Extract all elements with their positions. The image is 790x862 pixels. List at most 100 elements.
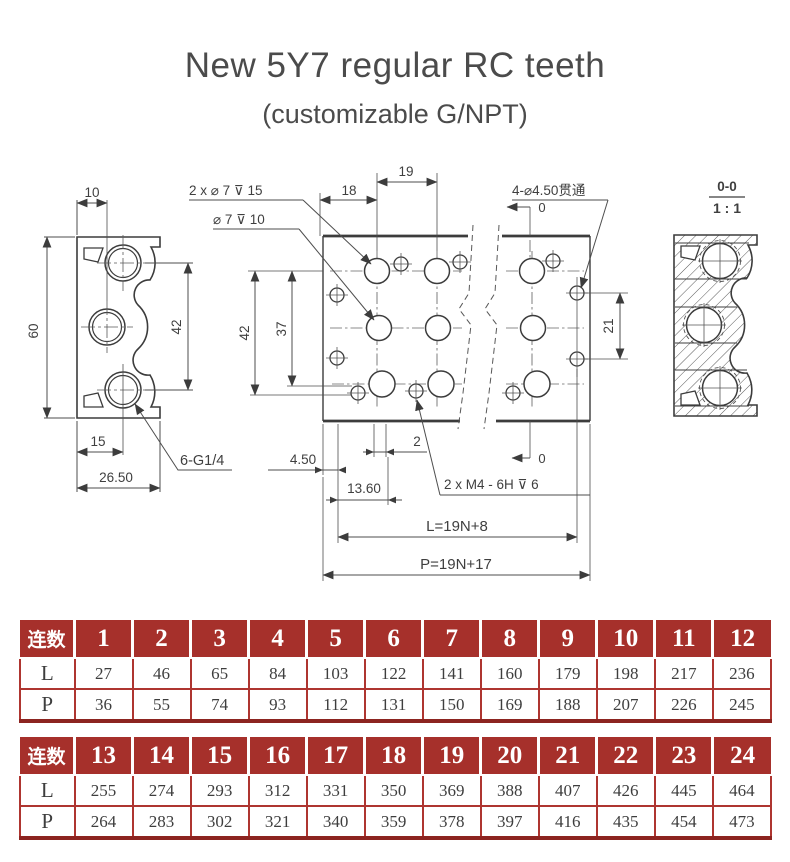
table-cell: 103 <box>305 657 366 690</box>
table-cell: 217 <box>653 657 714 690</box>
table-cell: 226 <box>653 688 714 722</box>
table-cell: 93 <box>247 688 308 722</box>
center-view-arrowheads <box>315 448 396 504</box>
section-view-body <box>673 234 758 417</box>
dim-2: 2 <box>413 434 421 449</box>
header-cell: 16 <box>247 737 307 776</box>
table-cell: 312 <box>247 774 308 807</box>
table-cell: 74 <box>189 688 250 722</box>
table-cell: 55 <box>131 688 192 722</box>
table-cell: 302 <box>189 805 250 839</box>
section-scale: 1 : 1 <box>713 200 741 216</box>
dim-37: 37 <box>274 321 289 336</box>
counterbore-label-2: ⌀ 7 ⊽ 10 <box>213 212 265 227</box>
table-cell: 188 <box>537 688 598 722</box>
datum-bottom-label: 0 <box>538 451 545 466</box>
table-cell: 283 <box>131 805 192 839</box>
left-view-outline <box>76 235 161 419</box>
table-cell: 293 <box>189 774 250 807</box>
table-cell: 179 <box>537 657 598 690</box>
table-cell: 264 <box>73 805 134 839</box>
dim-26-50: 26.50 <box>99 470 133 485</box>
dim-15: 15 <box>90 434 105 449</box>
through-hole-label: 4-⌀4.50贯通 <box>512 183 586 198</box>
header-cell: 3 <box>189 620 249 659</box>
table-cell: 236 <box>711 657 773 690</box>
header-cell: 4 <box>247 620 307 659</box>
header-cell: 12 <box>711 620 771 659</box>
table-cell: 150 <box>421 688 482 722</box>
left-view-dimensions <box>42 198 232 493</box>
table-cell: 255 <box>73 774 134 807</box>
table-cell: 340 <box>305 805 366 839</box>
engineering-drawing: 10 60 42 15 26.50 6-G1/4 <box>26 164 758 581</box>
table-cell: 84 <box>247 657 308 690</box>
page-title: New 5Y7 regular RC teeth <box>184 46 606 85</box>
table-cell: 27 <box>73 657 134 690</box>
header-cell: 13 <box>72 737 133 776</box>
header-cell: 17 <box>305 737 365 776</box>
table-cell: 435 <box>595 805 656 839</box>
dim-10: 10 <box>84 185 99 200</box>
table-cell: 169 <box>479 688 540 722</box>
table-cell: 331 <box>305 774 366 807</box>
table-cell: 160 <box>479 657 540 690</box>
header-cell: 11 <box>653 620 713 659</box>
datum-top-label: 0 <box>538 200 545 215</box>
section-name: 0-0 <box>717 179 737 194</box>
table-cell: 46 <box>131 657 192 690</box>
header-cell: 9 <box>537 620 597 659</box>
dim-18: 18 <box>341 183 356 198</box>
header-cell: 23 <box>653 737 713 776</box>
header-label-cell: 连数 <box>20 620 75 659</box>
table-cell: 321 <box>247 805 308 839</box>
dim-60: 60 <box>26 323 41 338</box>
header-cell: 10 <box>595 620 655 659</box>
dim-42: 42 <box>237 325 252 340</box>
counterbore-label: 2 x ⌀ 7 ⊽ 15 <box>189 183 263 198</box>
dim-19: 19 <box>398 164 413 179</box>
row-label-cell: P <box>19 805 76 839</box>
dim-4-50: 4.50 <box>290 452 316 467</box>
table-cell: 369 <box>421 774 482 807</box>
dim-42-left: 42 <box>169 319 184 334</box>
table-cell: 454 <box>653 805 714 839</box>
center-view-outline <box>322 224 591 430</box>
header-cell: 6 <box>363 620 423 659</box>
header-cell: 22 <box>595 737 655 776</box>
row-label-cell: L <box>19 657 76 690</box>
tap-label: 2 x M4 - 6H ⊽ 6 <box>444 477 539 492</box>
table-cell: 207 <box>595 688 656 722</box>
table-cell: 407 <box>537 774 598 807</box>
table-cell: 473 <box>711 805 773 839</box>
header-cell: 2 <box>131 620 191 659</box>
header-cell: 20 <box>479 737 539 776</box>
header-cell: 18 <box>363 737 423 776</box>
table-cell: 397 <box>479 805 540 839</box>
table-cell: 36 <box>73 688 134 722</box>
dim-21: 21 <box>601 318 616 333</box>
table-cell: 445 <box>653 774 714 807</box>
header-cell: 1 <box>72 620 133 659</box>
table-cell: 416 <box>537 805 598 839</box>
table-cell: 131 <box>363 688 424 722</box>
center-view-dimensions <box>189 173 628 581</box>
table-cell: 122 <box>363 657 424 690</box>
table-cell: 65 <box>189 657 250 690</box>
dim-P-formula: P=19N+17 <box>420 556 492 573</box>
header-cell: 8 <box>479 620 539 659</box>
header-cell: 14 <box>131 737 191 776</box>
header-cell: 5 <box>305 620 365 659</box>
row-label-cell: L <box>19 774 76 807</box>
header-cell: 21 <box>537 737 597 776</box>
header-cell: 24 <box>711 737 771 776</box>
table-cell: 464 <box>711 774 773 807</box>
row-label-cell: P <box>19 688 76 722</box>
